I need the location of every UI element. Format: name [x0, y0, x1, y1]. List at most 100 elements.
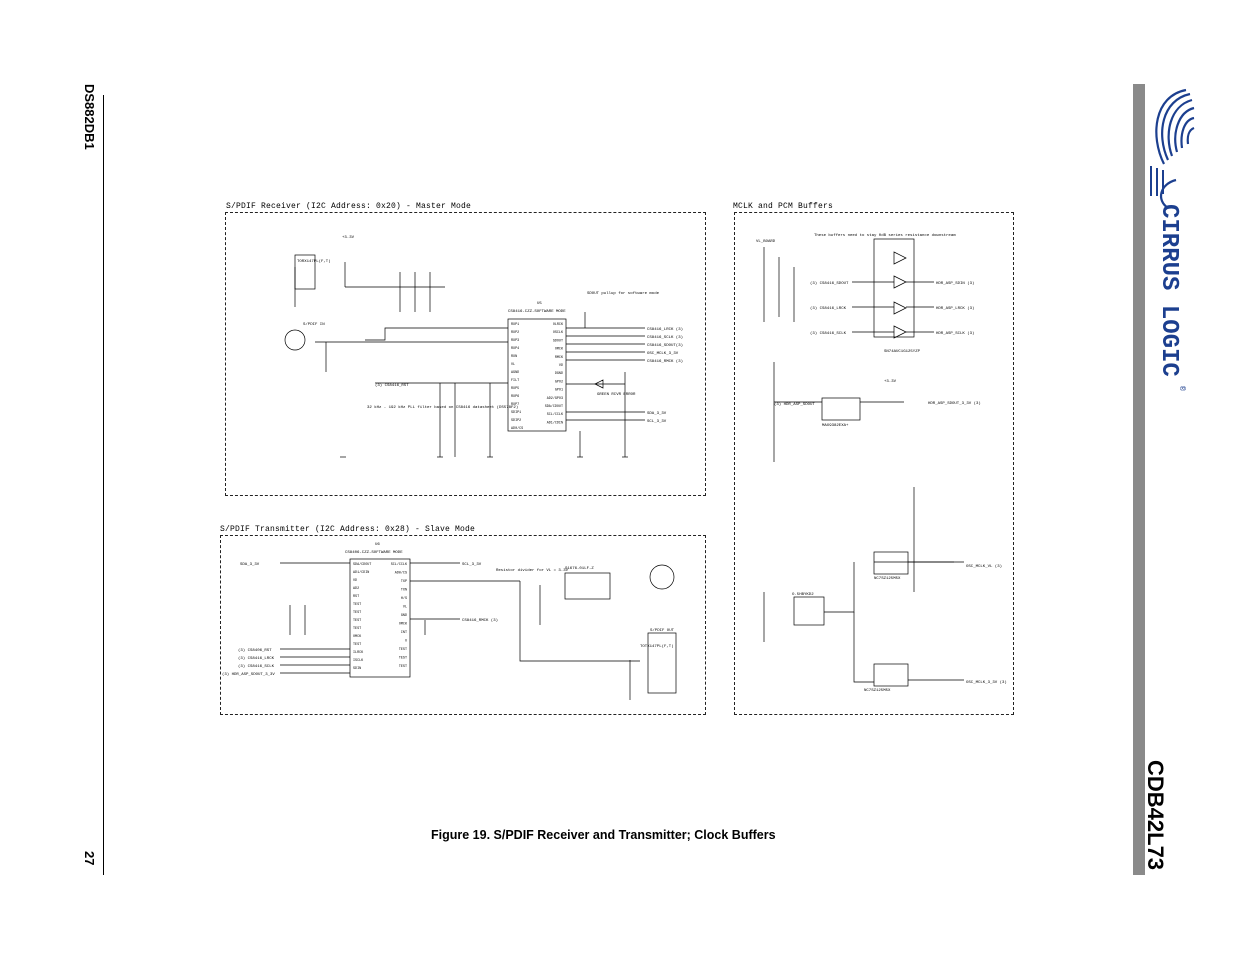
receiver-right-pin-6: DGND: [555, 372, 563, 376]
receiver-ic-ref: U5: [537, 302, 542, 306]
transmitter-left-pin-3: AD2: [353, 587, 359, 591]
receiver-right-pin-2: SDOUT: [553, 339, 563, 343]
receiver-right-pin-5: VD: [559, 364, 563, 368]
mclk-input-sclk: (3) CS8416_SCLK: [810, 331, 847, 336]
tx-input-rst: (3) CS8406_RST: [238, 648, 272, 653]
transmitter-ic-name: CS8406-CZZ-SOFTWARE MODE: [345, 551, 403, 555]
cirrus-logic-logo: CIRRUS LOGIC ®: [1146, 84, 1196, 394]
receiver-right-pin-0: OLRCK: [553, 323, 564, 327]
transmitter-left-pin-1: AD1/CDIN: [353, 570, 369, 575]
tx-output-scl: SCL_3_3V: [462, 563, 482, 567]
receiver-left-pin-6: AGND: [511, 371, 519, 375]
mclk-schematic: These buffers need to stay 0dB series re…: [756, 233, 1007, 693]
tx-note-divider: Resistor divider for VL = 3.3V: [496, 568, 569, 573]
receiver-right-pin-9: AD2/GPO3: [547, 396, 563, 401]
mclk-panel: [734, 212, 1014, 715]
mclk-ic-sn74: SN74AUC1G125YZP: [884, 350, 921, 354]
mclk-rail-vl: VL_BOARD: [756, 240, 776, 244]
receiver-panel: [225, 212, 706, 496]
receiver-right-pin-1: OSCLK: [553, 331, 564, 335]
receiver-left-pin-1: RXP2: [511, 331, 519, 335]
tx-note-out: S/PDIF OUT: [650, 628, 675, 633]
mclk-input-sdout: (3) CS8416_SDOUT: [810, 281, 849, 286]
receiver-net-rst: (3) CS8416_RST: [375, 383, 409, 388]
receiver-left-pin-2: RXP3: [511, 339, 519, 343]
receiver-left-pin-4: RXN: [511, 355, 517, 359]
receiver-net-sclk: CS8416_SCLK (3): [647, 335, 683, 340]
transmitter-left-pin-12: ISCLK: [353, 659, 364, 663]
transmitter-left-pin-9: OMCK: [353, 635, 362, 639]
mclk-ic-max: MAX9382EXA+: [822, 424, 849, 428]
receiver-left-pin-3: RXP4: [511, 347, 519, 351]
receiver-left-pin-11: SDIP1: [511, 411, 521, 415]
transmitter-right-pin-12: TEST: [399, 665, 407, 669]
mclk-note: These buffers need to stay 0dB series re…: [814, 233, 956, 238]
receiver-net-mclk: OSC_MCLK_3_3V: [647, 352, 679, 356]
transmitter-right-pin-1: AD0/CS: [395, 571, 407, 576]
receiver-net-sda: SDA_3_3V: [647, 412, 667, 416]
transmitter-right-pin-0: SCL/CCLK: [391, 562, 408, 567]
registered-mark: ®: [1177, 386, 1186, 391]
logo-wordmark: CIRRUS LOGIC: [1155, 204, 1182, 377]
receiver-net-lrck: CS8416_LRCK (3): [647, 327, 683, 332]
transmitter-right-pin-4: H/S: [401, 596, 407, 601]
transmitter-right-pin-6: GND: [401, 614, 407, 618]
tx-note-optical: TOTX147PL(F,T): [640, 644, 674, 649]
transmitter-right-pin-7: OMCK: [399, 623, 408, 627]
receiver-net-sdout: CS8416_SDOUT(3): [647, 343, 683, 348]
transmitter-right-pin-8: INT: [401, 631, 407, 635]
figure-caption: Figure 19. S/PDIF Receiver and Transmitt…: [431, 828, 776, 842]
mclk-buffer-sclk: HDR_ASP_SCLK (3): [936, 331, 974, 336]
transmitter-left-pin-7: TEST: [353, 619, 361, 623]
receiver-left-pin-0: RXP1: [511, 323, 519, 327]
transmitter-right-pin-5: VL: [403, 606, 407, 610]
transmitter-right-pin-3: TXN: [401, 589, 407, 593]
transmitter-panel-title: S/PDIF Transmitter (I2C Address: 0x28) -…: [220, 525, 476, 534]
transmitter-right-pin-10: TEST: [399, 648, 407, 652]
receiver-ic-body: [507, 318, 567, 432]
receiver-right-pin-4: RMCK: [555, 356, 564, 360]
mclk-input-lrck: (3) CS8416_LRCK: [810, 306, 847, 311]
transmitter-left-pin-0: SDA/CDOUT: [353, 562, 371, 567]
mclk-osc: O.5HBYKD2: [792, 593, 814, 597]
receiver-right-pin-3: OMCK: [555, 348, 564, 352]
tx-output-rmck: CS8416_RMCK (3): [462, 618, 498, 623]
receiver-net-rmck: CS8416_RMCK (3): [647, 359, 683, 364]
mclk-buffer-sdout-33: HDR_ASP_SDOUT_3_3V (3): [928, 401, 981, 406]
transmitter-ic-ref: U6: [375, 543, 380, 547]
receiver-note-pll: 32 kHz - 192 kHz PLL filter based on CS8…: [367, 405, 518, 410]
page-number: 27: [82, 851, 97, 866]
transmitter-left-pin-10: TEST: [353, 643, 361, 647]
tx-input-sdout: (3) HDR_ASP_SDOUT_3_3V: [222, 672, 275, 677]
receiver-net-scl: SCL_3_3V: [647, 420, 667, 424]
mclk-out-33: OSC_MCLK_3_3V (3): [966, 680, 1007, 685]
mclk-rail-33: +3.3V: [884, 380, 897, 384]
transmitter-left-pin-2: VD: [353, 579, 357, 583]
tx-input-sda: SDA_3_3V: [240, 563, 260, 567]
transmitter-left-pin-13: SDIN: [353, 667, 361, 671]
transmitter-left-pin-4: RST: [353, 595, 359, 599]
receiver-panel-title: S/PDIF Receiver (I2C Address: 0x20) - Ma…: [226, 202, 472, 211]
receiver-note-sdout: SDOUT pullup for software mode: [587, 291, 660, 296]
transmitter-left-pin-11: ILRCK: [353, 651, 364, 655]
document-id: DS882DB1: [82, 84, 97, 150]
receiver-optical-part: TORX147PL(F,T): [297, 259, 331, 264]
mclk-ic-nc7-b: NC7SZ125M5X: [864, 689, 891, 693]
transmitter-left-pin-5: TEST: [353, 603, 361, 607]
board-name: CDB42L73: [1143, 760, 1168, 871]
receiver-left-pin-8: RXP5: [511, 387, 519, 391]
receiver-connector-label: S/PDIF IN: [303, 322, 325, 327]
tx-input-lrck: (3) CS8416_LRCK: [238, 656, 275, 661]
transmitter-left-pin-8: TEST: [353, 627, 361, 631]
transmitter-panel: [220, 535, 706, 715]
right-margin-band: [1133, 84, 1145, 875]
mclk-buffer-sdin: HDR_ASP_SDIN (3): [936, 281, 974, 286]
receiver-right-pin-12: AD1/CDIN: [547, 420, 563, 425]
receiver-left-pin-7: FILT: [511, 379, 519, 383]
mclk-out-vl: OSC_MCLK_VL (3): [966, 564, 1002, 569]
receiver-left-pin-13: AD0/CS: [511, 426, 523, 431]
mclk-buffer-lrck: HDR_ASP_LRCK (3): [936, 306, 974, 311]
left-margin-rule: [103, 95, 104, 875]
tx-input-sclk: (3) CS8416_SCLK: [238, 664, 275, 669]
receiver-schematic: CS8416-CZZ-SOFTWARE MODE U5 +3.3V S/PDIF…: [284, 236, 683, 458]
